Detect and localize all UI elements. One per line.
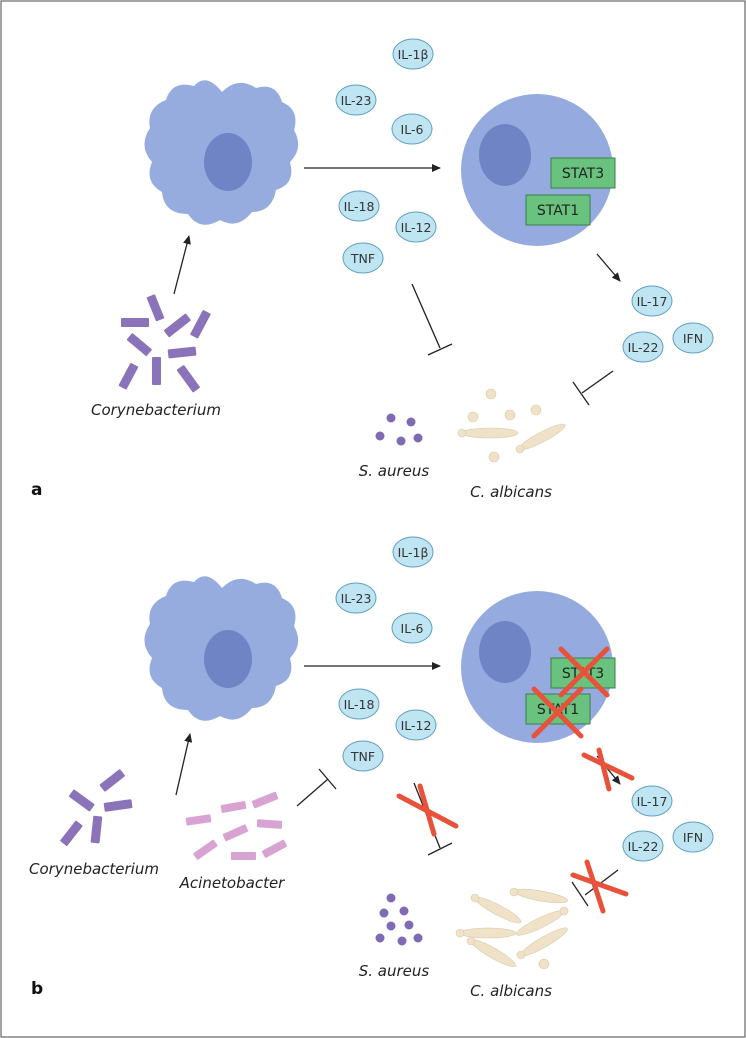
stat1-box-a	[525, 194, 591, 226]
corynebacterium-cluster-a	[118, 294, 211, 393]
arrow-coryne-to-dc-a	[173, 235, 191, 295]
svg-text:IL-18: IL-18	[344, 199, 375, 214]
svg-text:TNF: TNF	[350, 749, 375, 764]
svg-text:IL-1β: IL-1β	[398, 545, 429, 560]
svg-text:IL-6: IL-6	[401, 122, 424, 137]
svg-text:IL-23: IL-23	[341, 591, 372, 606]
inhibit-tnf-saureus-a	[411, 283, 453, 356]
cytokine-tnf-b: TNF	[342, 740, 384, 772]
cytokine-il6-a: IL-6	[391, 113, 433, 145]
cytokine-ifn-b: IFN	[672, 821, 714, 853]
cytokine-ifn-a: IFN	[672, 322, 714, 354]
cytokine-il17-a: IL-17	[631, 285, 673, 317]
corynebacterium-label-a: Corynebacterium	[91, 401, 221, 419]
cytokine-il12-a: IL-12	[395, 211, 437, 243]
cytokine-il22-b: IL-22	[622, 830, 664, 862]
nucleus-dc-a	[204, 133, 252, 191]
acinetobacter-label-b: Acinetobacter	[179, 874, 286, 892]
svg-text:IL-22: IL-22	[628, 839, 659, 854]
panel-letter-a: a	[31, 480, 42, 500]
cytokine-il1b-b: IL-1β	[392, 536, 434, 568]
corynebacterium-cluster-b	[60, 769, 133, 846]
inhibit-il22-calbicans-a	[572, 370, 614, 406]
svg-text:IL-12: IL-12	[401, 220, 432, 235]
s-aureus-cluster-b	[375, 893, 423, 946]
nucleus-tcell-b	[479, 621, 531, 683]
c-albicans-label-a: C. albicans	[470, 483, 552, 501]
svg-text:IFN: IFN	[683, 830, 703, 845]
s-aureus-label-b: S. aureus	[359, 962, 430, 980]
svg-text:IFN: IFN	[683, 331, 703, 346]
acinetobacter-cluster-b	[185, 791, 288, 860]
tcell-il17-block-cross	[581, 747, 635, 792]
cytokine-il12-b: IL-12	[395, 709, 437, 741]
s-aureus-label-a: S. aureus	[359, 462, 430, 480]
svg-text:IL-23: IL-23	[341, 93, 372, 108]
cytokine-tnf-a: TNF	[342, 242, 384, 274]
nucleus-dc-b	[204, 630, 252, 688]
cytokine-il17-b: IL-17	[631, 785, 673, 817]
tnf-path-block-cross	[396, 783, 459, 837]
corynebacterium-label-b: Corynebacterium	[29, 860, 159, 878]
stat3-box-a	[550, 157, 616, 189]
svg-text:IL-22: IL-22	[628, 340, 659, 355]
svg-text:IL-17: IL-17	[637, 794, 668, 809]
cytokine-il18-b: IL-18	[338, 688, 380, 720]
arrow-coryne-to-dc-b	[175, 733, 193, 796]
arrow-tcell-to-il17-a	[596, 253, 621, 282]
panel-b: STAT3 STAT1 IL-1β IL-23 IL-6 IL-18 IL-12…	[29, 536, 714, 1000]
panel-a: STAT3 STAT1 IL-1β IL-23 IL-6 IL-18 IL-12…	[31, 38, 714, 501]
stat3-label-a: STAT3	[562, 166, 604, 182]
s-aureus-cluster-a	[375, 413, 423, 446]
nucleus-tcell-a	[479, 124, 531, 186]
stat1-label-a: STAT1	[537, 203, 579, 219]
cytokine-il23-a: IL-23	[335, 84, 377, 116]
svg-text:IL-18: IL-18	[344, 697, 375, 712]
stat3-block-cross	[558, 646, 610, 698]
svg-text:IL-12: IL-12	[401, 718, 432, 733]
cytokine-il1b-a: IL-1β	[392, 38, 434, 70]
c-albicans-cluster-b	[455, 887, 569, 970]
cytokine-il23-b: IL-23	[335, 582, 377, 614]
c-albicans-label-b: C. albicans	[470, 982, 552, 1000]
il22-path-block-cross	[570, 859, 629, 914]
stat1-block-cross	[531, 686, 584, 739]
inhibit-il22-calbicans-b	[571, 869, 619, 907]
cytokine-il6-b: IL-6	[391, 612, 433, 644]
inhibit-acineto-tnf-b	[296, 768, 337, 807]
c-albicans-cluster-a	[457, 388, 566, 463]
svg-text:IL-1β: IL-1β	[398, 47, 429, 62]
panel-letter-b: b	[31, 979, 43, 999]
svg-text:TNF: TNF	[350, 251, 375, 266]
svg-text:IL-6: IL-6	[401, 621, 424, 636]
cytokine-il22-a: IL-22	[622, 331, 664, 363]
cytokine-il18-a: IL-18	[338, 190, 380, 222]
svg-text:IL-17: IL-17	[637, 294, 668, 309]
